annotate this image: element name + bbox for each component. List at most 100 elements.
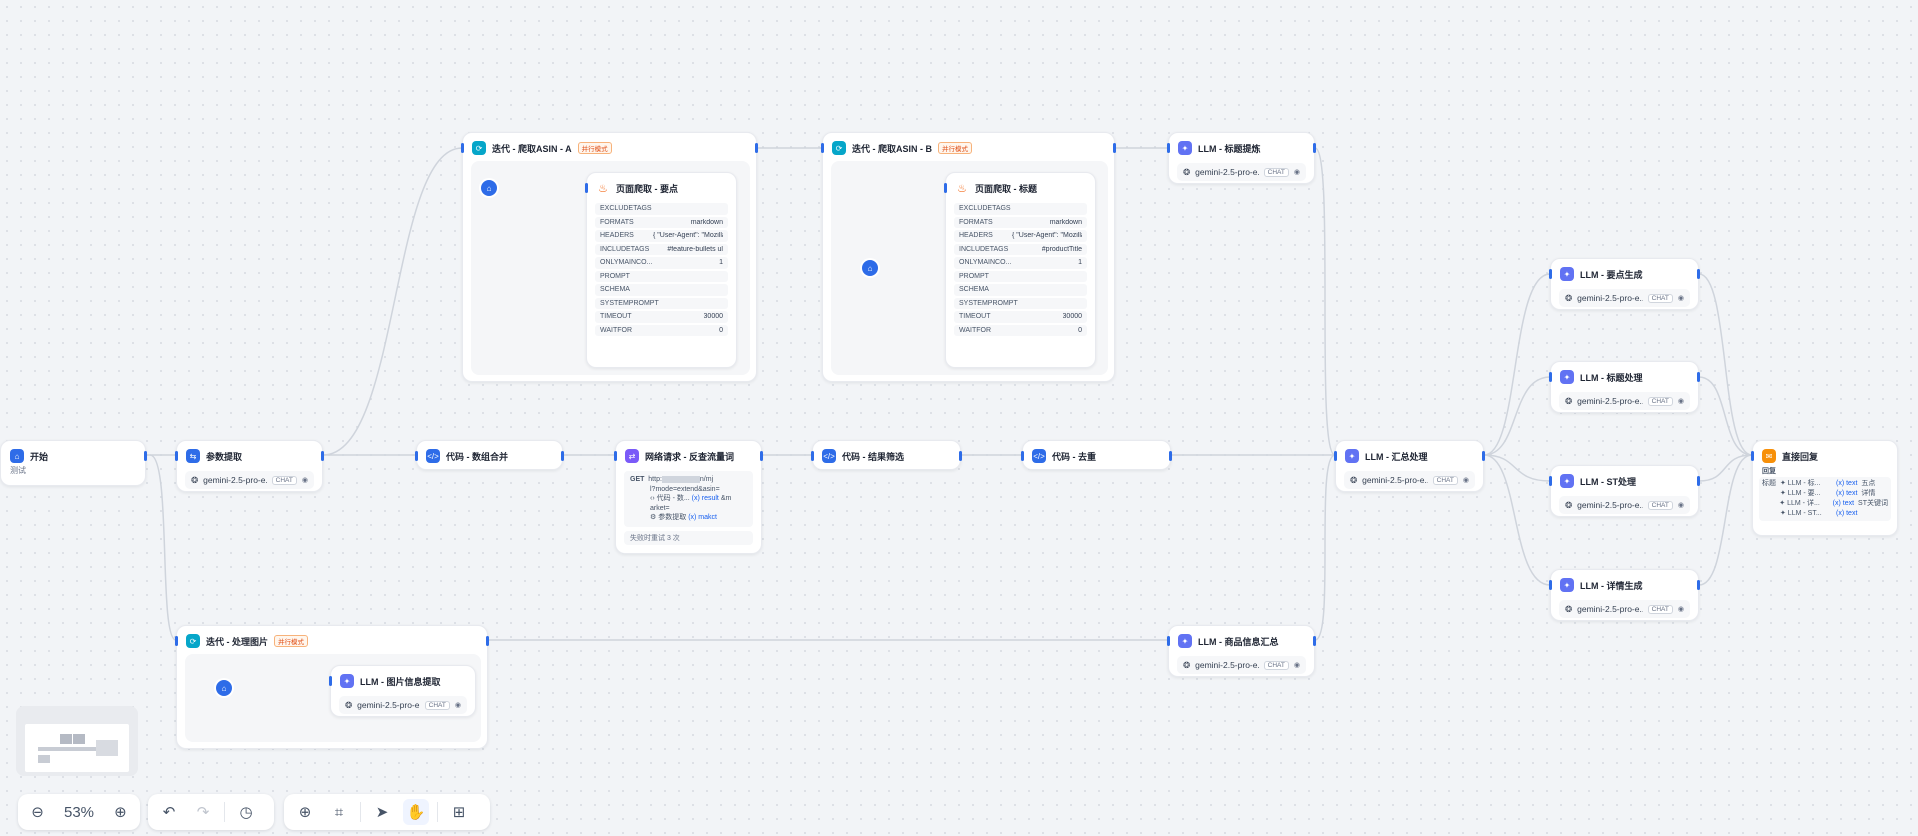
param-row: EXCLUDETAGS	[954, 203, 1087, 215]
param-key: INCLUDETAGS	[600, 245, 650, 253]
node-llm-product[interactable]: ✦LLM - 商品信息汇总 ❂gemini-2.5-pro-e...CHAT◉	[1167, 625, 1316, 677]
minimap-node	[38, 747, 118, 751]
node-param-extract[interactable]: ⇆参数提取 ❂gemini-2.5-pro-e...CHAT◉	[175, 440, 324, 492]
output-port[interactable]	[755, 143, 758, 153]
output-port[interactable]	[760, 451, 763, 461]
layout-icon[interactable]: ⊞	[452, 804, 466, 821]
edge-product-summary	[1314, 454, 1336, 641]
iteration-icon: ⟳	[832, 141, 846, 155]
param-value: 30000	[703, 313, 723, 321]
output-port[interactable]	[959, 451, 962, 461]
add-node-icon[interactable]: ⊕	[298, 804, 312, 821]
answer-ref-node: ✦ LLM - ST...	[1780, 510, 1822, 517]
param-row: INCLUDETAGS#productTitle	[954, 243, 1087, 255]
zoom-toolbar: ⊖ 53% ⊕	[18, 794, 140, 830]
input-port[interactable]	[1751, 451, 1754, 461]
code-icon: </>	[1032, 449, 1046, 463]
hand-icon[interactable]: ✋	[403, 799, 429, 825]
iteration-start-icon[interactable]: ⌂	[216, 680, 232, 696]
answer-row: ✦ LLM - ST...(x) text	[1762, 509, 1888, 519]
undo-icon[interactable]: ↶	[162, 804, 176, 821]
http-method: GET	[630, 476, 645, 483]
answer-text	[1762, 499, 1775, 509]
input-port[interactable]	[1549, 372, 1552, 382]
redo-icon[interactable]: ↷	[196, 804, 210, 821]
answer-ref-var: (x) text	[1836, 490, 1858, 497]
minimap[interactable]	[16, 706, 138, 776]
output-port[interactable]	[321, 451, 324, 461]
code-icon: </>	[426, 449, 440, 463]
output-port[interactable]	[1313, 636, 1316, 646]
output-port[interactable]	[1697, 476, 1700, 486]
model-selector[interactable]: ❂gemini-2.5-pro-e...CHAT◉	[1559, 496, 1690, 514]
input-port[interactable]	[1549, 476, 1552, 486]
node-llm-st[interactable]: ✦LLM - ST处理 ❂gemini-2.5-pro-e...CHAT◉	[1549, 465, 1700, 517]
iteration-start-icon[interactable]: ⌂	[862, 260, 878, 276]
input-port[interactable]	[821, 143, 824, 153]
output-port[interactable]	[1482, 451, 1485, 461]
input-port[interactable]	[614, 451, 617, 461]
input-port[interactable]	[461, 143, 464, 153]
output-port[interactable]	[144, 451, 147, 461]
zoom-in-icon[interactable]: ⊕	[114, 804, 127, 821]
model-selector[interactable]: ❂gemini-2.5-pro-e...CHAT◉	[1344, 471, 1475, 489]
node-llm-image[interactable]: ✦LLM - 图片信息提取 ❂gemini-2.5-pro-e...CHAT◉	[329, 665, 476, 717]
iteration-start-icon[interactable]: ⌂	[481, 180, 497, 196]
output-port[interactable]	[1697, 372, 1700, 382]
answer-text	[1762, 489, 1776, 499]
input-port[interactable]	[1167, 636, 1170, 646]
input-port[interactable]	[1549, 269, 1552, 279]
node-llm-points[interactable]: ✦LLM - 要点生成 ❂gemini-2.5-pro-e...CHAT◉	[1549, 258, 1700, 310]
output-port[interactable]	[1697, 269, 1700, 279]
zoom-level[interactable]: 53%	[63, 803, 95, 821]
output-port[interactable]	[1169, 451, 1172, 461]
output-port[interactable]	[1313, 143, 1316, 153]
history-icon[interactable]: ◷	[239, 804, 253, 821]
input-port[interactable]	[944, 183, 947, 193]
zoom-out-icon[interactable]: ⊖	[31, 804, 44, 821]
model-selector[interactable]: ❂gemini-2.5-pro-e...CHAT◉	[339, 696, 467, 714]
input-port[interactable]	[1549, 580, 1552, 590]
input-port[interactable]	[175, 451, 178, 461]
input-port[interactable]	[811, 451, 814, 461]
input-port[interactable]	[1334, 451, 1337, 461]
model-selector[interactable]: ❂gemini-2.5-pro-e...CHAT◉	[1177, 656, 1306, 674]
node-start[interactable]: ⌂开始 测试	[0, 440, 147, 486]
model-selector[interactable]: ❂gemini-2.5-pro-e...CHAT◉	[1559, 392, 1690, 410]
pointer-icon[interactable]: ➤	[375, 804, 389, 821]
add-note-icon[interactable]: ⌗	[334, 803, 344, 821]
node-http-request[interactable]: ⇄网络请求 - 反查流量词 GET http:n/mj l?mode=exten…	[614, 440, 763, 554]
firecrawl-icon: ♨	[598, 182, 608, 195]
output-port[interactable]	[1113, 143, 1116, 153]
output-port[interactable]	[561, 451, 564, 461]
input-port[interactable]	[329, 676, 332, 686]
node-code-merge[interactable]: </>代码 - 数组合并	[415, 440, 564, 470]
node-llm-title-process[interactable]: ✦LLM - 标题处理 ❂gemini-2.5-pro-e...CHAT◉	[1549, 361, 1700, 413]
retry-note: 失败时重试 3 次	[624, 530, 753, 545]
node-llm-summary[interactable]: ✦LLM - 汇总处理 ❂gemini-2.5-pro-e...CHAT◉	[1334, 440, 1485, 492]
output-port[interactable]	[1697, 580, 1700, 590]
node-llm-detail[interactable]: ✦LLM - 详情生成 ❂gemini-2.5-pro-e...CHAT◉	[1549, 569, 1700, 621]
answer-icon: ✉	[1762, 449, 1776, 463]
output-port[interactable]	[486, 636, 489, 646]
node-code-dedupe[interactable]: </>代码 - 去重	[1021, 440, 1172, 470]
node-llm-title-summary[interactable]: ✦LLM - 标题提炼 ❂gemini-2.5-pro-e...CHAT◉	[1167, 132, 1316, 184]
node-code-filter[interactable]: </>代码 - 结果筛选	[811, 440, 962, 470]
model-selector[interactable]: ❂gemini-2.5-pro-e...CHAT◉	[1559, 289, 1690, 307]
edge-st-answer	[1698, 454, 1753, 482]
model-selector[interactable]: ❂gemini-2.5-pro-e...CHAT◉	[1177, 163, 1306, 181]
model-selector[interactable]: ❂gemini-2.5-pro-e...CHAT◉	[1559, 600, 1690, 618]
input-port[interactable]	[1021, 451, 1024, 461]
input-port[interactable]	[415, 451, 418, 461]
input-port[interactable]	[175, 636, 178, 646]
model-icon: ❂	[1565, 292, 1573, 303]
model-selector[interactable]: ❂gemini-2.5-pro-e...CHAT◉	[185, 471, 314, 489]
edit-toolbar: ⊕ ⌗ ➤ ✋ ⊞	[284, 794, 490, 830]
input-port[interactable]	[1167, 143, 1170, 153]
input-port[interactable]	[585, 183, 588, 193]
